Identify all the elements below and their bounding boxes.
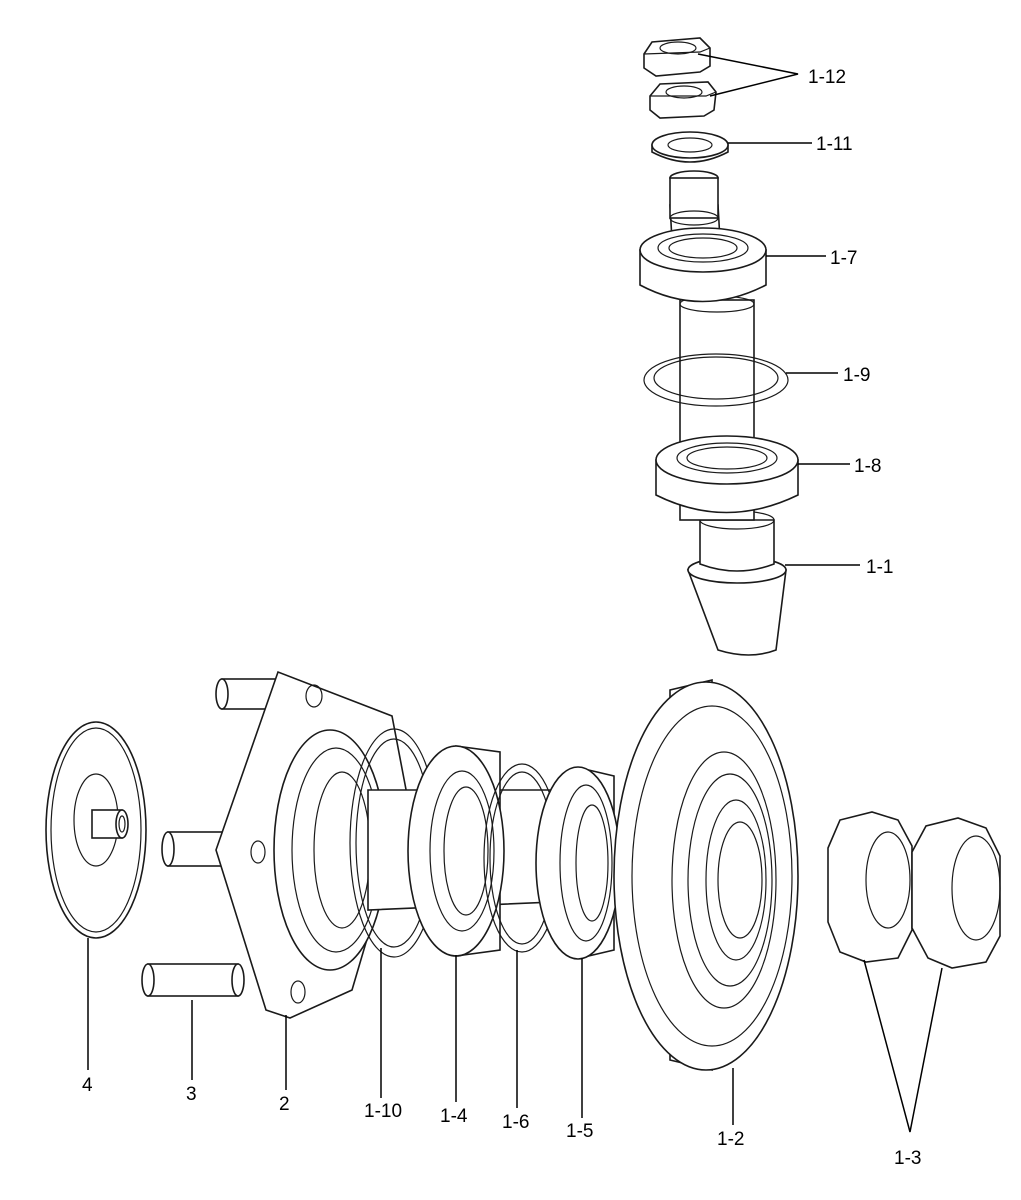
part-4-disc-cover: [45, 721, 147, 939]
lower-assembly: [45, 670, 1001, 1072]
label-3: 3: [186, 1084, 197, 1105]
part-1-11-washer: [651, 131, 729, 163]
part-1-12-hex-nut-lower: [649, 81, 717, 119]
label-1-11: 1-11: [816, 134, 853, 155]
part-1-9-ring: [643, 353, 789, 407]
leader-lines: [87, 53, 943, 1133]
label-1-4: 1-4: [440, 1106, 468, 1127]
part-1-12-hex-nut-upper: [643, 37, 711, 77]
upper-shaft-assembly: [639, 37, 799, 656]
part-1-3-hex-nut-left: [827, 811, 913, 963]
part-labels: 1-12 1-11 1-7 1-9 1-8 1-1 4 3 2 1-10 1-4…: [82, 67, 921, 1169]
label-1-9: 1-9: [843, 365, 870, 386]
label-1-2: 1-2: [717, 1129, 744, 1150]
part-1-1-tapered-shaft-end: [686, 510, 787, 656]
label-1-8: 1-8: [854, 456, 881, 477]
part-1-8-lower-bearing: [655, 435, 799, 514]
label-1-10: 1-10: [364, 1101, 402, 1122]
label-2: 2: [279, 1094, 290, 1115]
label-4: 4: [82, 1075, 93, 1096]
label-1-7: 1-7: [830, 248, 857, 269]
part-1-7-upper-bearing: [639, 227, 767, 303]
label-1-5: 1-5: [566, 1121, 593, 1142]
part-1-5-roller-bearing: [535, 766, 621, 960]
label-1-3: 1-3: [894, 1148, 921, 1169]
part-1-2-large-wheel: [613, 678, 799, 1072]
label-1-1: 1-1: [866, 557, 893, 578]
part-3-pins: [141, 678, 281, 997]
label-1-6: 1-6: [502, 1112, 529, 1133]
label-1-12: 1-12: [808, 67, 846, 88]
part-1-3-hex-nut-right: [911, 817, 1001, 969]
